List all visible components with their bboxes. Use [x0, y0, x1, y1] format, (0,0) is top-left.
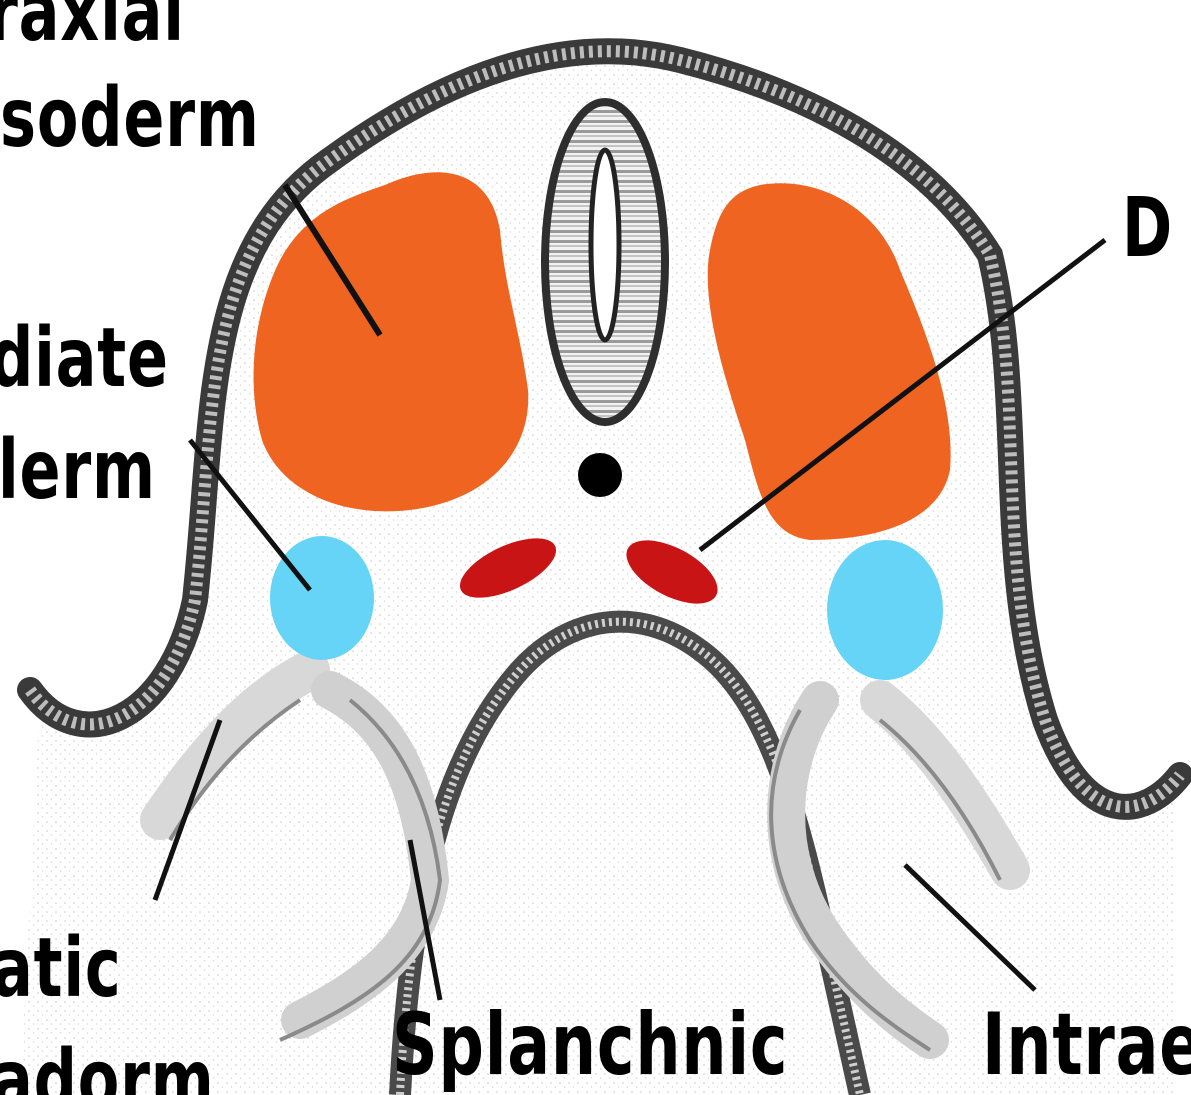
label-intraembryonic: Intrae: [982, 1002, 1191, 1088]
label-paraxial-line2: soderm: [0, 78, 260, 160]
label-paraxial-line1: raxial: [0, 0, 185, 54]
label-splanchnic: Splanchnic: [392, 1002, 788, 1088]
notochord: [578, 453, 622, 497]
label-intermediate-line2: lerm: [0, 430, 156, 512]
label-somatic-line2: adorm: [0, 1040, 215, 1095]
label-intermediate-line1: diate: [0, 318, 169, 400]
left-intermediate-mesoderm: [270, 536, 374, 660]
label-dorsal: D: [1122, 188, 1173, 270]
right-intermediate-mesoderm: [827, 540, 943, 680]
label-somatic-line1: atic: [0, 928, 122, 1010]
neural-canal: [591, 150, 619, 340]
